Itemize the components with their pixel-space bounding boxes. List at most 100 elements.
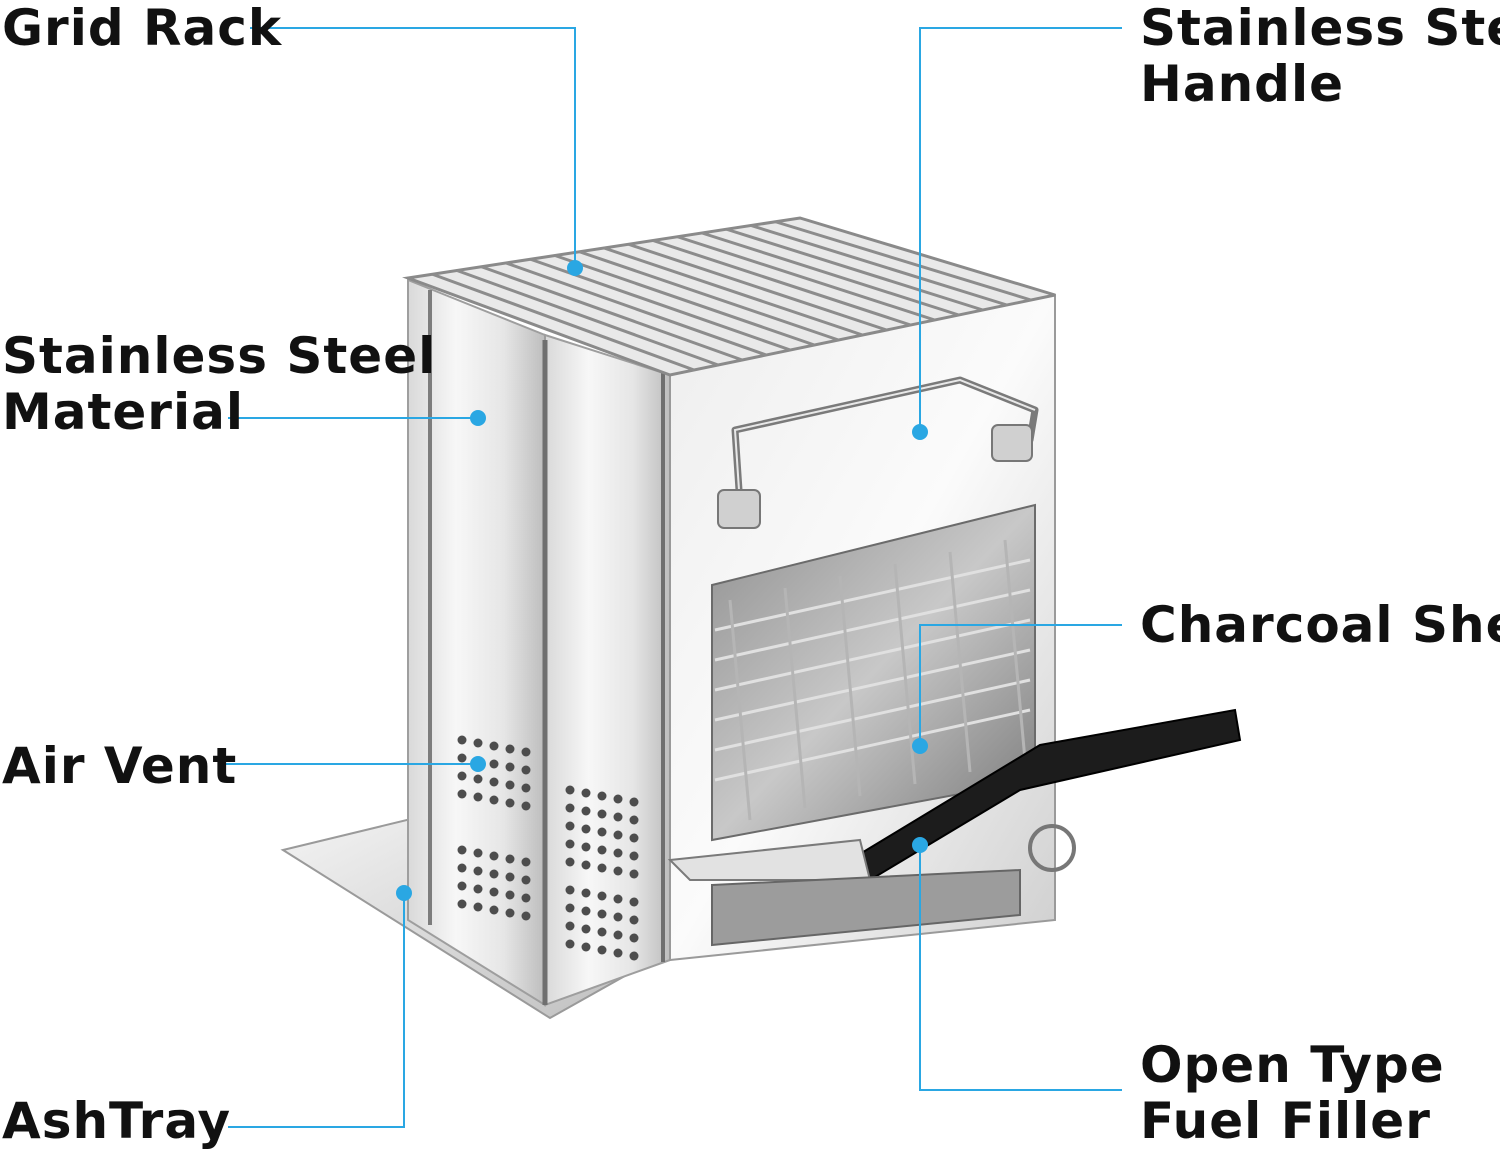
label-line: Grid Rack [2, 0, 283, 57]
label-line: Stainless Steel [1140, 0, 1500, 57]
leader-dot [912, 837, 928, 853]
vent-hole [597, 891, 607, 901]
shelf-bar [1003, 539, 1027, 761]
vent-hole [581, 942, 591, 952]
label-stainless-steel-handle: Stainless Steel Handle [1140, 0, 1500, 112]
vent-hole [521, 857, 531, 867]
vent-hole [597, 809, 607, 819]
vent-hole [629, 897, 639, 907]
label-ashtray: AshTray [2, 1093, 231, 1149]
rack-bar [456, 269, 719, 367]
rack-bar [701, 231, 960, 317]
rack-bar [726, 227, 984, 312]
label-line: AshTray [2, 1092, 232, 1150]
vent-hole [629, 851, 639, 861]
leader-line [919, 27, 1122, 432]
rack-bar [554, 254, 815, 347]
rack-bar [579, 250, 839, 342]
vent-hole [489, 869, 499, 879]
rack-bar [652, 239, 912, 327]
vent-hole [565, 885, 575, 895]
vent-hole [473, 884, 483, 894]
vent-hole [613, 830, 623, 840]
vent-hole [505, 890, 515, 900]
vent-hole [521, 747, 531, 757]
shelf-bar [728, 599, 752, 821]
vent-hole [629, 951, 639, 961]
vent-hole [565, 821, 575, 831]
bottom-vent [711, 868, 1021, 947]
rack-bar [750, 224, 1008, 307]
rack-bar [431, 272, 695, 372]
vent-hole [581, 860, 591, 870]
leader-line [228, 893, 405, 1128]
rack-bar [677, 235, 936, 322]
vent-hole [505, 744, 515, 754]
vent-hole [581, 788, 591, 798]
label-grid-rack: Grid Rack [2, 0, 282, 56]
vent-hole [489, 795, 499, 805]
shelf-bar [714, 588, 1031, 662]
rack-bar [480, 265, 743, 362]
vent-hole [581, 824, 591, 834]
vent-hole [505, 780, 515, 790]
vent-hole [521, 875, 531, 885]
leader-line [250, 27, 576, 268]
vent-hole [629, 797, 639, 807]
label-air-vent: Air Vent [2, 738, 237, 794]
vent-hole [597, 927, 607, 937]
rack-bar [603, 246, 863, 337]
leader-lines [225, 27, 1122, 1128]
vent-hole [473, 848, 483, 858]
vent-hole [565, 921, 575, 931]
vent-hole [629, 933, 639, 943]
vent-hole [597, 863, 607, 873]
vent-hole [457, 789, 467, 799]
shelf-bar [714, 678, 1031, 752]
vent-hole [629, 869, 639, 879]
vent-hole [473, 774, 483, 784]
vent-hole [581, 906, 591, 916]
pull-ring [1028, 824, 1076, 872]
vent-hole [613, 930, 623, 940]
vent-hole [565, 839, 575, 849]
vent-hole [521, 801, 531, 811]
vent-hole [505, 762, 515, 772]
vent-hole [473, 792, 483, 802]
vent-hole [489, 851, 499, 861]
rack-bar [628, 242, 888, 332]
grid-rack-bars [431, 220, 1032, 372]
vent-hole [565, 803, 575, 813]
leader-line [919, 624, 1122, 746]
vent-hole [597, 827, 607, 837]
vent-hole [473, 866, 483, 876]
rack-bar [505, 261, 767, 357]
label-stainless-steel-material: Stainless Steel Material [2, 328, 436, 440]
label-line: Fuel Filler [1140, 1092, 1431, 1150]
vent-hole [613, 794, 623, 804]
side-panel-right [544, 333, 671, 1007]
charcoal-shelf-grid [714, 539, 1031, 821]
label-line: Handle [1140, 55, 1345, 113]
vent-hole [457, 845, 467, 855]
shelf-bar [838, 575, 862, 797]
vent-hole [457, 881, 467, 891]
vent-hole [629, 833, 639, 843]
vent-hole [581, 924, 591, 934]
vent-hole [613, 848, 623, 858]
vent-hole [505, 872, 515, 882]
vent-hole [613, 866, 623, 876]
vent-hole [565, 785, 575, 795]
vent-hole [597, 845, 607, 855]
vent-hole [581, 806, 591, 816]
vent-hole [613, 894, 623, 904]
vent-hole [581, 888, 591, 898]
vent-hole [457, 899, 467, 909]
vent-hole [505, 908, 515, 918]
leader-line [919, 845, 1122, 1091]
shelf-bar [714, 648, 1031, 722]
vent-hole [473, 738, 483, 748]
vent-hole [565, 939, 575, 949]
